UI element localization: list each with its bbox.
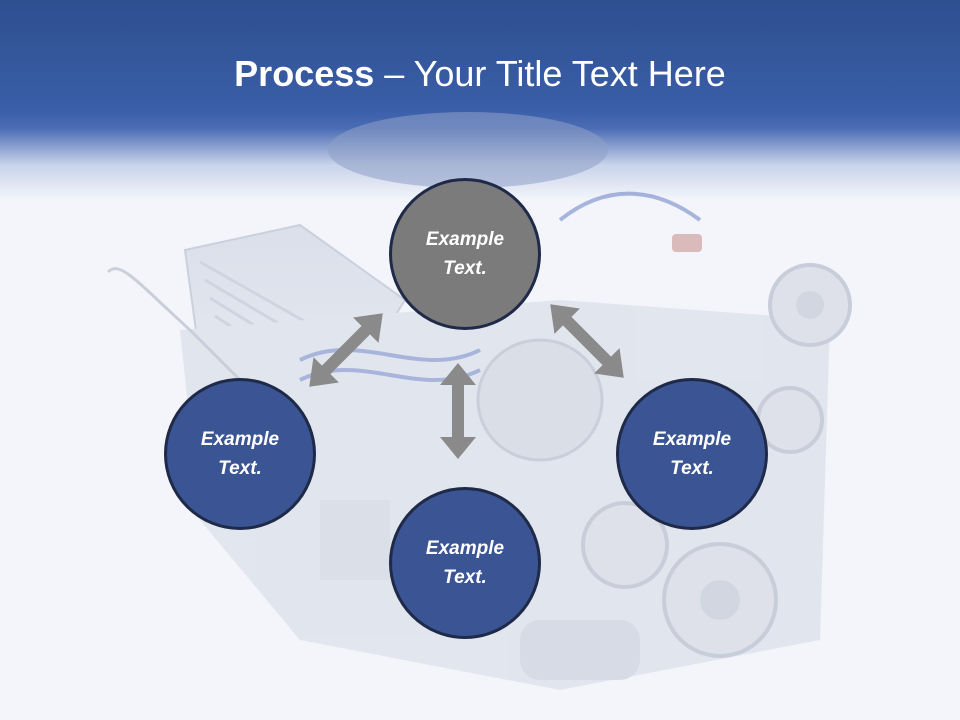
- process-node-bottom[interactable]: Example Text.: [389, 487, 541, 639]
- title-bold: Process: [234, 53, 375, 94]
- title-rest: – Your Title Text Here: [374, 53, 726, 94]
- process-node-left[interactable]: Example Text.: [164, 378, 316, 530]
- process-node-right[interactable]: Example Text.: [616, 378, 768, 530]
- page-title: Process – Your Title Text Here: [0, 52, 960, 96]
- process-node-top[interactable]: Example Text.: [389, 178, 541, 330]
